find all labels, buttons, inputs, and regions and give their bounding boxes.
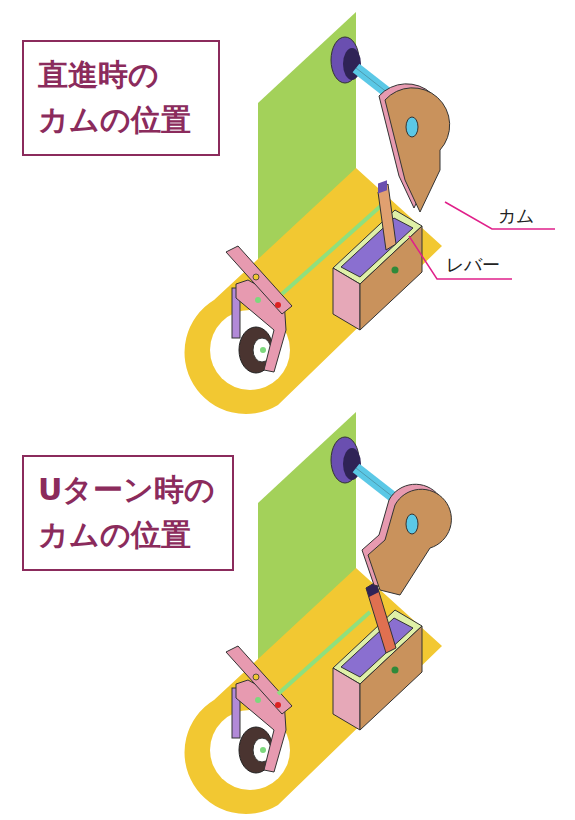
- drawing-use: [185, 12, 442, 414]
- drawing-ellipse: [406, 117, 418, 137]
- drawing-path: [385, 88, 450, 212]
- title-text: 直進時の カムの位置: [38, 52, 191, 142]
- drawing-polyline: [409, 236, 512, 279]
- drawing-line: [282, 204, 383, 294]
- drawing-polygon: [378, 184, 396, 250]
- part-label: カム: [498, 205, 534, 227]
- drawing-path: [368, 489, 451, 595]
- title-text: Uターン時の カムの位置: [38, 467, 215, 557]
- title-box: Uターン時の カムの位置: [22, 455, 234, 571]
- drawing-ellipse: [406, 514, 418, 534]
- drawing-polyline: [445, 202, 555, 229]
- part-label: レバー: [446, 254, 500, 276]
- title-box: 直進時の カムの位置: [22, 40, 220, 156]
- drawing-line: [278, 612, 370, 694]
- drawing-rect: [378, 180, 387, 193]
